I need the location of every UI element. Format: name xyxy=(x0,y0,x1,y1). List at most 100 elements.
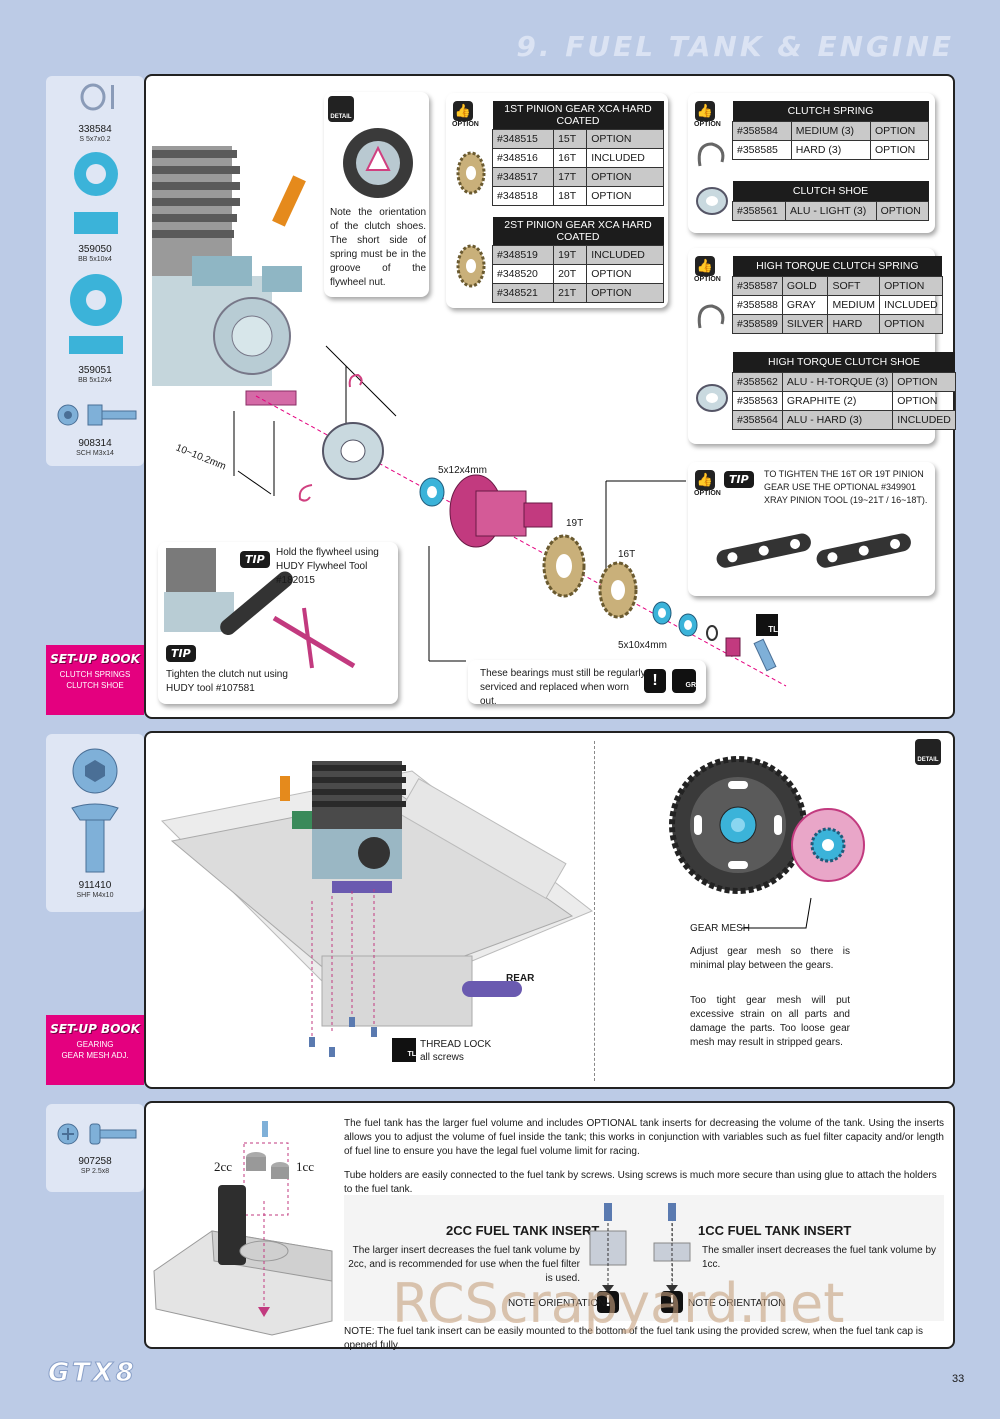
part-desc: S 5x7x0.2 xyxy=(79,136,111,143)
clutch-shoe-icon xyxy=(696,384,728,412)
part-number: #358589 xyxy=(732,314,783,334)
part-number: #358562 xyxy=(732,372,783,392)
pinion-tool-illustration xyxy=(716,533,911,568)
part-number: #348520 xyxy=(491,264,555,284)
description: MEDIUM (3) xyxy=(790,121,871,141)
intro-paragraph: Tube holders are easily connected to the… xyxy=(344,1170,937,1195)
tip-label: TIP xyxy=(240,551,270,568)
grease-icon: GR xyxy=(672,669,696,693)
color: GRAY xyxy=(781,295,829,315)
description: GRAPHITE (2) xyxy=(781,391,894,411)
pinion-tool-tip-text: TO TIGHTEN THE 16T OR 19T PINION GEAR US… xyxy=(764,469,928,505)
part-number: #358563 xyxy=(732,391,783,411)
part-code: 359050 xyxy=(78,244,112,255)
engine-illustration xyxy=(152,146,306,386)
table-title: HIGH TORQUE CLUTCH SHOE xyxy=(732,352,956,373)
part-code: 907258 xyxy=(78,1156,112,1167)
part-number: #348515 xyxy=(491,129,555,149)
step1-parts-sidebar: 338584 S 5x7x0.2 359050 BB 5x10x4 359051… xyxy=(46,76,144,466)
bearing-size-label: 5x12x4mm xyxy=(438,465,487,476)
table-title: HIGH TORQUE CLUTCH SPRING xyxy=(732,256,943,277)
part-code: 911410 xyxy=(78,880,112,891)
option-icon: 👍OPTION xyxy=(694,470,721,497)
tip-label: TIP xyxy=(166,645,196,662)
status: OPTION xyxy=(586,186,664,206)
clutch-spring-icon xyxy=(697,142,725,167)
hardness: HARD xyxy=(827,314,881,334)
clutch-shoe-illustration xyxy=(322,422,384,480)
color: SILVER xyxy=(781,314,829,334)
flywheel-nut-detail-illustration xyxy=(343,128,413,198)
teeth: 21T xyxy=(553,283,588,303)
part-code: 908314 xyxy=(78,438,112,449)
table-title: CLUTCH SHOE xyxy=(732,181,929,202)
pinion-gear-icon xyxy=(456,151,486,195)
option-label: OPTION xyxy=(694,490,721,497)
gear-mesh-paragraph: Too tight gear mesh will put excessive s… xyxy=(690,995,850,1048)
detail-label: DETAIL xyxy=(330,114,352,120)
flywheel-tip-text: Hold the flywheel using HUDY Flywheel To… xyxy=(276,547,379,586)
status: OPTION xyxy=(586,167,664,187)
color: GOLD xyxy=(781,276,829,296)
status: OPTION xyxy=(586,129,664,149)
bearing-note-text: These bearings must still be regularly s… xyxy=(480,668,646,707)
status: INCLUDED xyxy=(586,148,664,168)
detail-icon: DETAIL xyxy=(328,96,354,122)
rear-label: REAR xyxy=(506,973,535,984)
warning-icon: ! xyxy=(661,1291,683,1313)
setup-book-line: CLUTCH SPRINGS xyxy=(59,670,131,679)
option-icon: 👍OPTION xyxy=(694,101,721,128)
thread-lock-sub: all screws xyxy=(420,1052,464,1063)
status: OPTION xyxy=(869,121,930,141)
clutch-spring-icon xyxy=(298,484,313,502)
part-number: #348521 xyxy=(491,283,555,303)
high-torque-callout: 👍OPTION HIGH TORQUE CLUTCH SPRING #35858… xyxy=(688,248,956,444)
gear-mesh-title: GEAR MESH xyxy=(690,923,751,934)
step1-panel: 10~10.2mm 5x12x4mm 19T 16T xyxy=(144,74,956,719)
part-number: #358564 xyxy=(732,410,783,430)
fuel-tank-illustration xyxy=(153,1121,333,1336)
pinion-gear-19t xyxy=(542,534,586,598)
insert-section-bg xyxy=(344,1195,944,1321)
part-desc: SP 2.5x8 xyxy=(80,1168,110,1175)
part-number: #358585 xyxy=(732,140,792,160)
pinion-gear-16t xyxy=(598,561,638,619)
teeth: 15T xyxy=(553,129,588,149)
detail-note: Note the orientation of the clutch shoes… xyxy=(330,207,426,288)
pan-screw-icon xyxy=(57,1123,137,1145)
hardness: MEDIUM xyxy=(827,295,881,315)
flywheel-tool-callout: TIP Hold the flywheel using HUDY Flywhee… xyxy=(158,542,398,704)
status: OPTION xyxy=(892,372,956,392)
watermark: RCScrapyard.net xyxy=(392,1272,845,1335)
part-number: #358587 xyxy=(732,276,783,296)
part-number: #358561 xyxy=(731,201,787,221)
table-title: 2ST PINION GEAR XCA HARD COATED xyxy=(492,217,664,246)
page-title: 9. FUEL TANK & ENGINE xyxy=(516,30,954,63)
divider xyxy=(594,741,595,1081)
detail-callout: DETAIL Note the orientation of the clutc… xyxy=(324,92,429,297)
part-number: #348517 xyxy=(491,167,555,187)
status: OPTION xyxy=(586,264,664,284)
step3-panel: 2cc 1cc The fuel tank has the larger fue… xyxy=(144,1101,955,1351)
part-desc: BB 5x12x4 xyxy=(78,377,112,384)
option-icon: 👍OPTION xyxy=(694,256,721,283)
clutch-spring-icon xyxy=(348,373,363,388)
teeth: 19T xyxy=(553,245,588,265)
status: INCLUDED xyxy=(879,295,943,315)
table-title: 1ST PINION GEAR XCA HARD COATED xyxy=(492,101,664,130)
status: INCLUDED xyxy=(892,410,956,430)
part-number: #348516 xyxy=(491,148,555,168)
teeth: 16T xyxy=(553,148,588,168)
